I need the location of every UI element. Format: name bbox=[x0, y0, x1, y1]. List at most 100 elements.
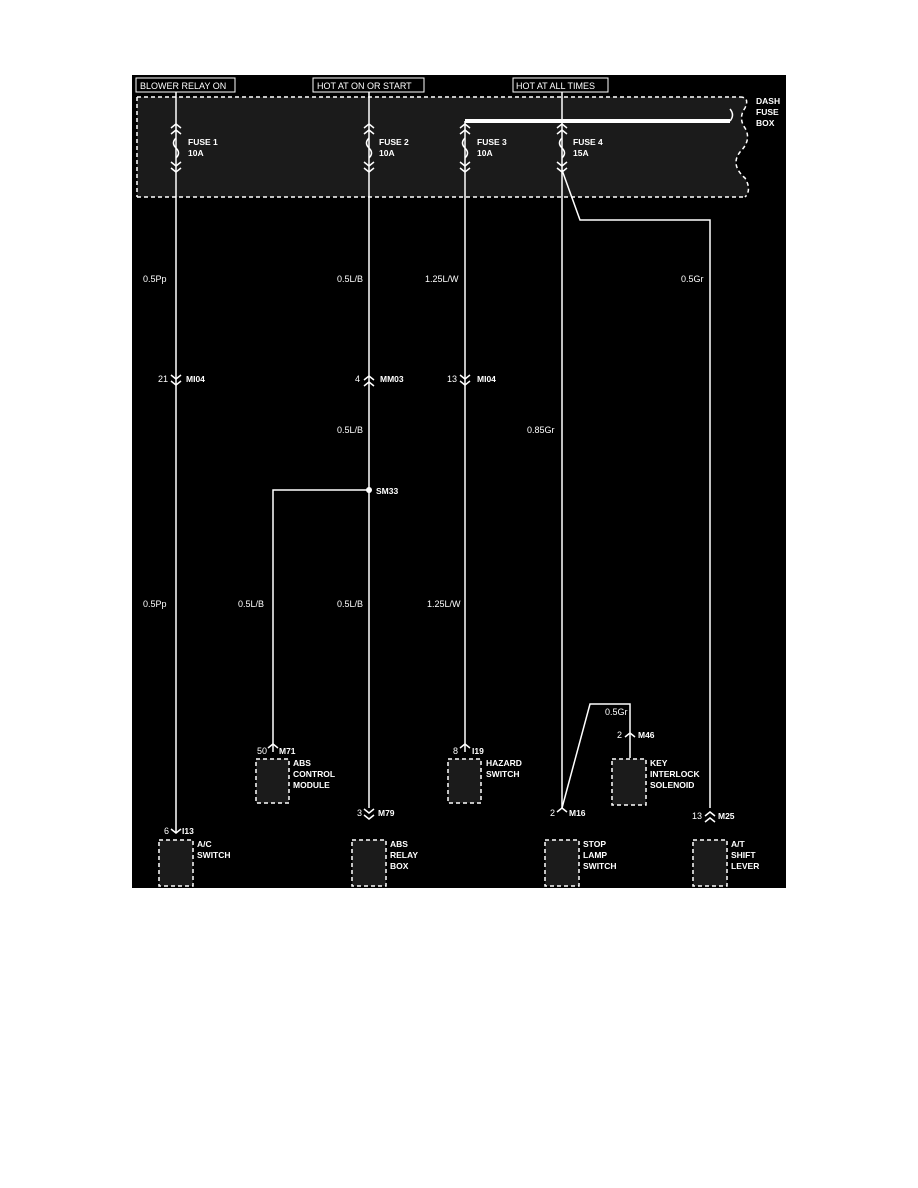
fuse-4-icon bbox=[556, 123, 568, 173]
abs-ctrl-pin: 50 bbox=[257, 746, 267, 756]
at-pin: 13 bbox=[692, 811, 702, 821]
abs-control-label-1: ABS bbox=[293, 758, 311, 768]
connector-ac-icon bbox=[170, 828, 182, 834]
hazard-label-1: HAZARD bbox=[486, 758, 522, 768]
ac-switch-label-1: A/C bbox=[197, 839, 212, 849]
connector-1-icon bbox=[170, 374, 182, 386]
wire-2-upper-label: 0.5L/B bbox=[337, 274, 363, 284]
at-shift-label-3: LEVER bbox=[731, 861, 759, 871]
abs-relay-box bbox=[351, 839, 387, 887]
wire-4-main-label: 0.85Gr bbox=[527, 425, 555, 435]
stop-lamp-label-2: LAMP bbox=[583, 850, 607, 860]
wire-1-upper-label: 0.5Pp bbox=[143, 274, 167, 284]
stop-lamp-switch-box bbox=[544, 839, 580, 887]
wire-2-branch bbox=[272, 489, 369, 752]
dash-fuse-box: DASH FUSE BOX bbox=[136, 96, 780, 198]
ac-switch-label-2: SWITCH bbox=[197, 850, 231, 860]
hazard-pin: 8 bbox=[453, 746, 458, 756]
header-hot-at-on-or-start: HOT AT ON OR START bbox=[312, 77, 425, 93]
key-id: M46 bbox=[638, 730, 655, 740]
fuse-symbols bbox=[170, 123, 568, 173]
header-blower-relay-on-text: BLOWER RELAY ON bbox=[140, 81, 226, 91]
connector-1-pin: 21 bbox=[158, 374, 168, 384]
connector-2-icon bbox=[363, 375, 375, 387]
connector-abs-ctrl-icon bbox=[267, 743, 279, 749]
connector-2-pin: 4 bbox=[355, 374, 360, 384]
wire-4-branch bbox=[561, 703, 631, 809]
at-shift-label-1: A/T bbox=[731, 839, 746, 849]
key-pin: 2 bbox=[617, 730, 622, 740]
ac-switch-box bbox=[158, 839, 194, 887]
dash-fuse-box-label-3: BOX bbox=[756, 118, 775, 128]
dash-fuse-box-label-2: FUSE bbox=[756, 107, 779, 117]
wire-1-lower-label: 0.5Pp bbox=[143, 599, 167, 609]
connector-stop-icon bbox=[556, 807, 568, 813]
header-hot-at-all-times: HOT AT ALL TIMES bbox=[512, 77, 609, 93]
fuse-3-icon bbox=[459, 123, 471, 173]
hazard-switch-box bbox=[447, 758, 482, 804]
connector-symbols bbox=[170, 374, 716, 834]
hazard-label-2: SWITCH bbox=[486, 769, 520, 779]
stop-pin: 2 bbox=[550, 808, 555, 818]
connector-abs-relay-icon bbox=[363, 808, 375, 820]
splice-label: SM33 bbox=[376, 486, 398, 496]
wire-2-mid-label: 0.5L/B bbox=[337, 425, 363, 435]
fuse-2-name: FUSE 2 bbox=[379, 137, 409, 147]
fuse-1-icon bbox=[170, 123, 182, 173]
connector-at-icon bbox=[704, 811, 716, 823]
fuse-4-name: FUSE 4 bbox=[573, 137, 603, 147]
fuse-2-rating: 10A bbox=[379, 148, 395, 158]
connector-3-id: MI04 bbox=[477, 374, 496, 384]
splice-sm33 bbox=[366, 487, 372, 493]
abs-relay-label-3: BOX bbox=[390, 861, 409, 871]
hazard-id: I19 bbox=[472, 746, 484, 756]
component-boxes bbox=[158, 758, 728, 887]
wires bbox=[175, 92, 711, 832]
key-interlock-label-2: INTERLOCK bbox=[650, 769, 700, 779]
connector-3-pin: 13 bbox=[447, 374, 457, 384]
connector-key-icon bbox=[624, 732, 636, 738]
wire-5-main-label: 0.5Gr bbox=[681, 274, 704, 284]
header-hot-at-all-times-text: HOT AT ALL TIMES bbox=[516, 81, 595, 91]
abs-control-label-3: MODULE bbox=[293, 780, 330, 790]
dash-fuse-box-label-1: DASH bbox=[756, 96, 780, 106]
fuse-3-name: FUSE 3 bbox=[477, 137, 507, 147]
stop-id: M16 bbox=[569, 808, 586, 818]
at-shift-label-2: SHIFT bbox=[731, 850, 756, 860]
connector-hazard-icon bbox=[459, 743, 471, 749]
abs-relay-label-1: ABS bbox=[390, 839, 408, 849]
key-interlock-solenoid-box bbox=[611, 758, 647, 806]
wire-3-lower-label: 1.25L/W bbox=[427, 599, 461, 609]
key-interlock-label-3: SOLENOID bbox=[650, 780, 694, 790]
connector-2-id: MM03 bbox=[380, 374, 404, 384]
wire-4-branch-label: 0.5Gr bbox=[605, 707, 628, 717]
stop-lamp-label-3: SWITCH bbox=[583, 861, 617, 871]
diagram-background bbox=[132, 75, 786, 888]
connector-1-id: MI04 bbox=[186, 374, 205, 384]
wire-2-lower-label: 0.5L/B bbox=[337, 599, 363, 609]
abs-relay-label-2: RELAY bbox=[390, 850, 418, 860]
wire-5 bbox=[561, 169, 711, 808]
abs-relay-pin: 3 bbox=[357, 808, 362, 818]
key-interlock-label-1: KEY bbox=[650, 758, 668, 768]
ac-pin: 6 bbox=[164, 826, 169, 836]
wire-2-branch-label: 0.5L/B bbox=[238, 599, 264, 609]
fuse-2-icon bbox=[363, 123, 375, 173]
fuse-1-name: FUSE 1 bbox=[188, 137, 218, 147]
fuse-3-rating: 10A bbox=[477, 148, 493, 158]
at-id: M25 bbox=[718, 811, 735, 821]
fuse-4-rating: 15A bbox=[573, 148, 589, 158]
connector-3-icon bbox=[459, 374, 471, 386]
abs-control-module-box bbox=[255, 758, 290, 804]
abs-relay-id: M79 bbox=[378, 808, 395, 818]
header-hot-at-on-or-start-text: HOT AT ON OR START bbox=[317, 81, 412, 91]
fuse-1-rating: 10A bbox=[188, 148, 204, 158]
abs-control-label-2: CONTROL bbox=[293, 769, 335, 779]
wire-3-upper-label: 1.25L/W bbox=[425, 274, 459, 284]
ac-id: I13 bbox=[182, 826, 194, 836]
stop-lamp-label-1: STOP bbox=[583, 839, 606, 849]
at-shift-lever-box bbox=[692, 839, 728, 887]
header-blower-relay-on: BLOWER RELAY ON bbox=[135, 77, 236, 93]
abs-ctrl-id: M71 bbox=[279, 746, 296, 756]
